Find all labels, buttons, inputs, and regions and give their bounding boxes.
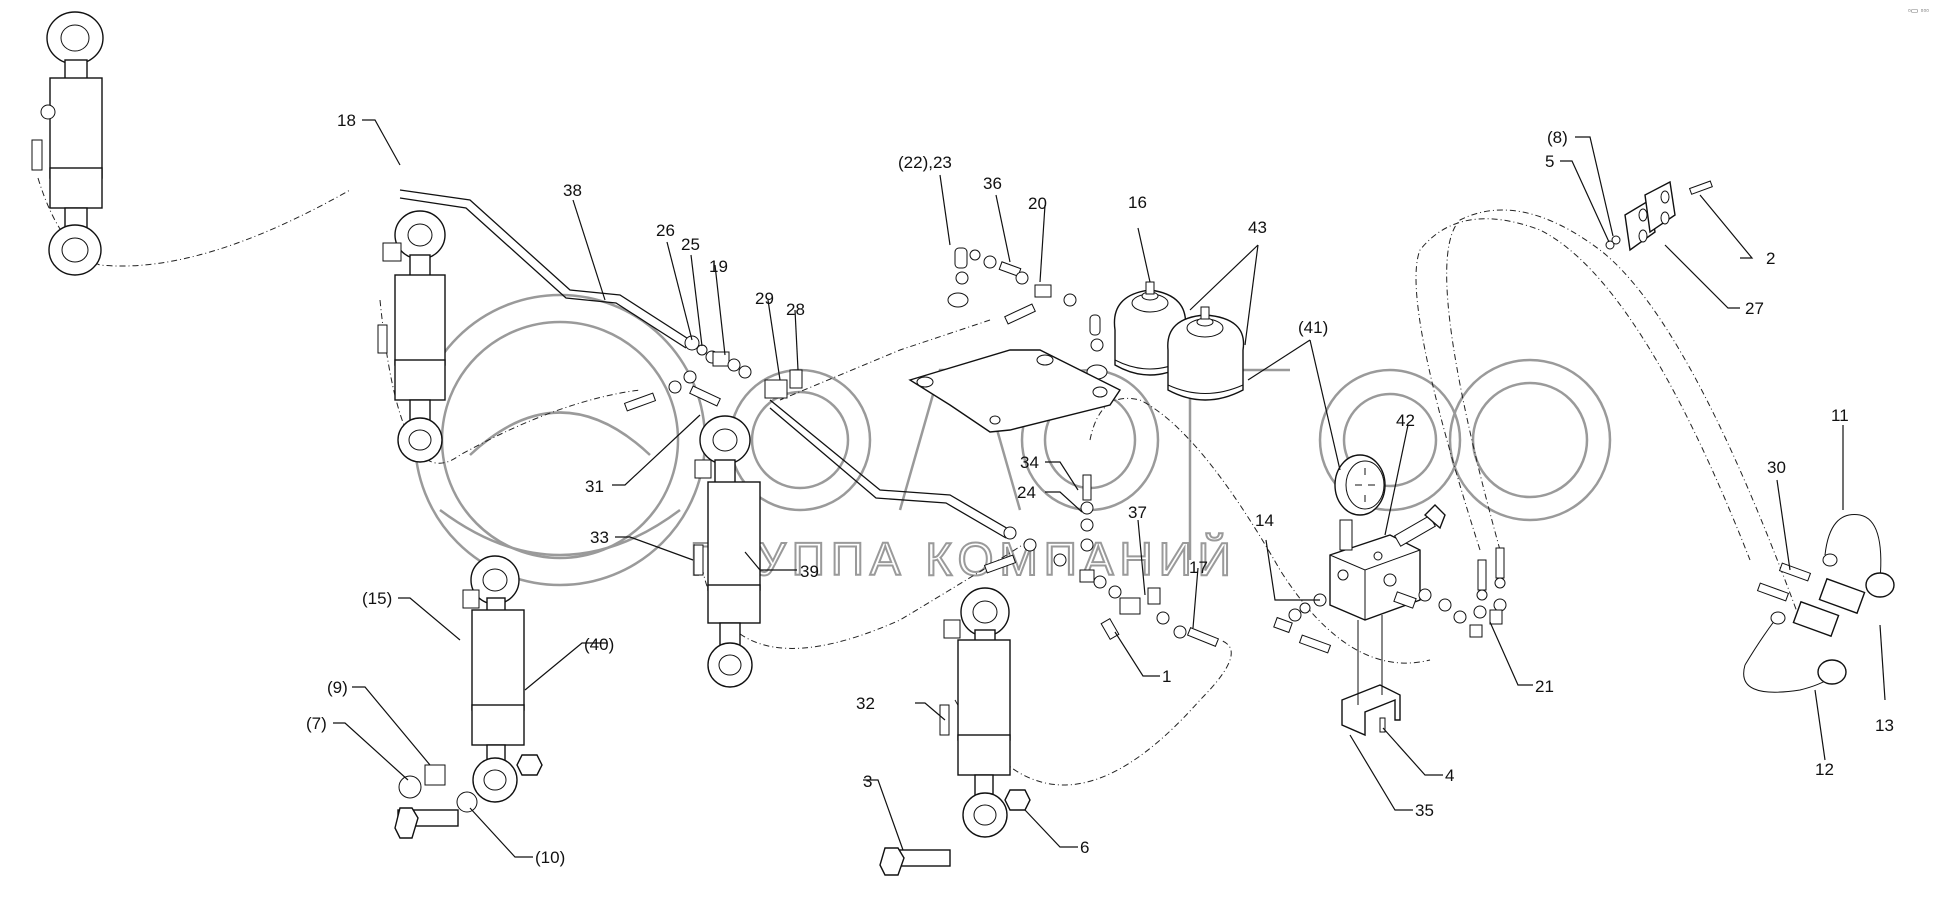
callout-27[interactable]: 27 [1745, 299, 1764, 318]
nut-6 [1004, 789, 1031, 811]
callout-34[interactable]: 34 [1020, 453, 1039, 472]
watermark-ring-inner [440, 320, 680, 560]
screw-4 [1379, 717, 1386, 733]
callout-39[interactable]: 39 [800, 562, 819, 581]
callout-38[interactable]: 38 [563, 181, 582, 200]
hose-coupler-lower [1446, 209, 1801, 621]
watermark-ring-outer [413, 293, 707, 587]
hose-coupler-upper [1415, 218, 1751, 561]
callout-6[interactable]: 6 [1080, 838, 1089, 857]
fittings-tee-24 [983, 474, 1220, 647]
washer-8 [1611, 235, 1621, 245]
callout-16[interactable]: 16 [1128, 193, 1147, 212]
hose-clamp-27[interactable] [1605, 180, 1713, 252]
callout-14[interactable]: 14 [1255, 511, 1274, 530]
callout-18[interactable]: 18 [337, 111, 356, 130]
bracket-35[interactable] [1341, 615, 1401, 737]
washer-7 [398, 775, 422, 799]
callout-32[interactable]: 32 [856, 694, 875, 713]
callout-9[interactable]: (9) [327, 678, 348, 697]
hydraulic-cylinder-32[interactable] [879, 587, 1031, 876]
nut-5 [1605, 240, 1615, 250]
hose-17 [954, 639, 1232, 786]
callout-11[interactable]: 11 [1831, 406, 1849, 425]
callout-30[interactable]: 30 [1767, 458, 1786, 477]
valve-fittings [1273, 547, 1507, 654]
callout-10[interactable]: (10) [535, 848, 565, 867]
mounting-bracket-plate [908, 349, 1122, 433]
callout-40[interactable]: (40) [584, 635, 614, 654]
callout-17[interactable]: 17 [1189, 558, 1208, 577]
callout-2[interactable]: 2 [1766, 249, 1775, 268]
callout-36[interactable]: 36 [983, 174, 1002, 193]
callout-43[interactable]: 43 [1248, 218, 1267, 237]
hydraulic-cylinder-39[interactable] [693, 415, 761, 688]
callout-3[interactable]: 3 [863, 772, 872, 791]
pipe-38 [399, 189, 1011, 539]
corner-view-icons[interactable]: ▫▭ ▫▫▫ [1907, 6, 1929, 15]
hydraulic-cylinder-40[interactable] [394, 555, 543, 839]
bolt-1 [1100, 618, 1120, 640]
callout-35[interactable]: 35 [1415, 801, 1434, 820]
callout-31[interactable]: 31 [585, 477, 604, 496]
clamp-37 [1119, 597, 1141, 615]
callout-28[interactable]: 28 [786, 300, 805, 319]
hose-2223 [779, 319, 991, 401]
watermark-letter-r-inner [1342, 392, 1438, 488]
callout-20[interactable]: 20 [1028, 194, 1047, 213]
fittings-tee-19 [623, 335, 803, 412]
callout-13[interactable]: 13 [1875, 716, 1894, 735]
accumulator-43[interactable] [1167, 306, 1245, 401]
hydraulic-cylinder-1[interactable] [31, 11, 104, 276]
callout-26[interactable]: 26 [656, 221, 675, 240]
callout-25[interactable]: 25 [681, 235, 700, 254]
callout-24[interactable]: 24 [1017, 483, 1036, 502]
clamp-29 [764, 379, 788, 399]
callout-5[interactable]: 5 [1545, 152, 1554, 171]
callout-15[interactable]: (15) [362, 589, 392, 608]
callout-12[interactable]: 12 [1815, 760, 1834, 779]
watermark-subtitle: ГРУППА КОМПАНИЙ [690, 533, 1237, 585]
callout-7[interactable]: (7) [306, 714, 327, 733]
leader-lines [333, 119, 1886, 858]
dust-cap-11[interactable] [1822, 514, 1895, 598]
watermark-swoosh-2 [439, 508, 681, 557]
bolt-2 [1688, 180, 1713, 195]
quick-coupler-13[interactable] [1756, 562, 1866, 638]
fittings-tee-20 [947, 247, 1108, 380]
pressure-gauge-41[interactable] [1334, 454, 1386, 516]
callout-21[interactable]: 21 [1535, 677, 1554, 696]
adapter-30 [1778, 562, 1812, 582]
nut-40 [516, 754, 543, 776]
callout-8[interactable]: (8) [1547, 128, 1568, 147]
callout-22-23[interactable]: (22),23 [898, 153, 952, 172]
dust-cap-12[interactable] [1743, 611, 1847, 693]
bushing-9 [424, 764, 446, 786]
hose-34 [1089, 397, 1431, 664]
watermark-letter-e-inner [750, 390, 850, 490]
watermark-letter-o [1448, 358, 1612, 522]
callout-42[interactable]: 42 [1396, 411, 1415, 430]
watermark-swoosh [469, 411, 651, 456]
callout-19[interactable]: 19 [709, 257, 728, 276]
hydraulic-cylinder-2[interactable] [377, 210, 446, 463]
callout-33[interactable]: 33 [590, 528, 609, 547]
bushing-10 [456, 791, 478, 813]
callout-4[interactable]: 4 [1445, 766, 1454, 785]
callout-labels: 18 38 26 25 19 29 28 31 33 39 (15) (40) … [306, 111, 1894, 867]
watermark-letter-o-inner [1471, 381, 1589, 499]
callout-37[interactable]: 37 [1128, 503, 1147, 522]
callout-41[interactable]: (41) [1298, 318, 1328, 337]
plate-28 [789, 369, 803, 389]
callout-1[interactable]: 1 [1162, 667, 1171, 686]
callout-29[interactable]: 29 [755, 289, 774, 308]
hose-18 [37, 177, 351, 267]
